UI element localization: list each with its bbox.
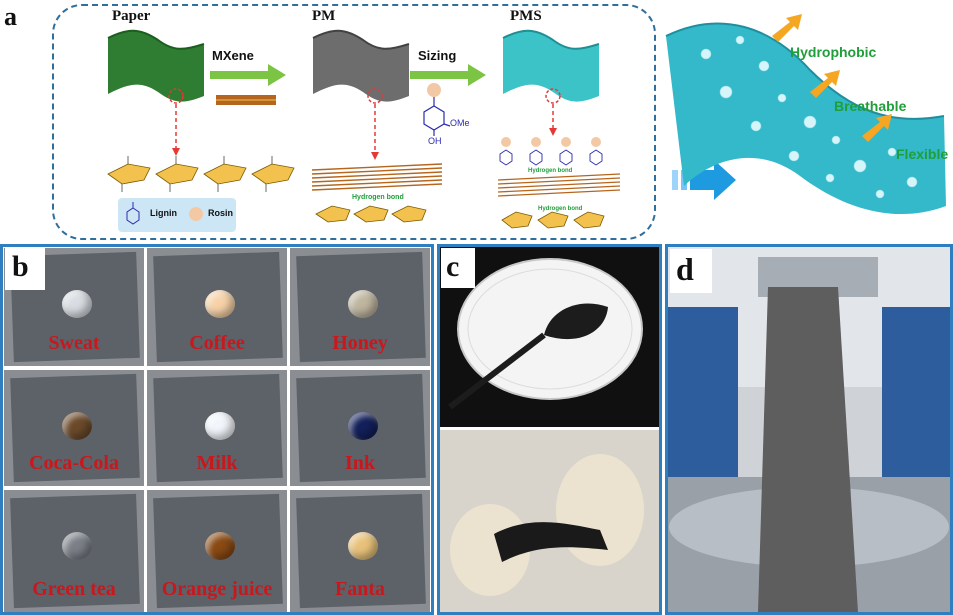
hydrophobic-arrow-icon — [772, 14, 802, 42]
sizing-arrow-icon — [410, 64, 486, 86]
legend-lignin-label: Lignin — [150, 208, 177, 218]
pms-layer-illustration — [497, 137, 621, 229]
stage-label-paper: Paper — [112, 8, 151, 24]
property-hydrophobic: Hydrophobic — [790, 44, 877, 60]
liquid-label: Green tea — [32, 578, 116, 600]
property-flexible: Flexible — [896, 146, 949, 162]
rosin-legend-icon — [189, 207, 203, 221]
panel-b-letter-box — [5, 248, 45, 290]
liquid-droplet — [62, 290, 92, 318]
panel-d-letter: d — [676, 251, 694, 287]
liquid-droplet-photo: Green tea — [4, 490, 144, 612]
liquid-droplet-photo: Honey — [290, 248, 430, 366]
liquid-label: Fanta — [335, 578, 385, 600]
hydrogen-bond-label-pm: Hydrogen bond — [352, 194, 404, 201]
liquid-label: Ink — [344, 452, 376, 474]
hydrogen-bond-label-pms-bottom: Hydrogen bond — [538, 206, 583, 212]
liquid-droplet — [62, 412, 92, 440]
stage-label-pms: PMS — [510, 8, 542, 24]
panel-c-letter: c — [446, 250, 460, 283]
flexible-arrow-icon — [862, 114, 892, 142]
stage-label-pm: PM — [312, 8, 336, 24]
lignin-rosin-legend — [118, 198, 236, 232]
liquid-label: Coca-Cola — [29, 452, 119, 474]
cellulose-chain-illustration — [107, 156, 295, 192]
liquid-droplet-photo: Coca-Cola — [4, 370, 144, 486]
oh-label: OH — [428, 136, 442, 146]
lignin-legend-icon — [126, 202, 140, 225]
liquid-droplet-photo: Orange juice — [147, 490, 287, 612]
panel-d-letter-box — [670, 249, 712, 293]
panel-c-letter-box — [441, 248, 475, 288]
roll-to-roll-production-photo — [668, 247, 950, 612]
panel-b-frame — [0, 244, 434, 615]
petri-dish-photo — [440, 247, 659, 427]
liquid-label: Sweat — [48, 332, 100, 354]
pms-film-water-droplets-illustration — [665, 22, 946, 215]
pms-sheet-illustration — [502, 29, 600, 104]
liquid-label: Milk — [196, 452, 238, 474]
arrow-label-mxene: MXene — [212, 48, 254, 63]
hydrogen-bond-label-pms-top: Hydrogen bond — [528, 168, 573, 174]
panel-a-dashed-frame — [52, 4, 656, 240]
liquid-label: Honey — [332, 332, 388, 354]
liquid-droplet-photo: Coffee — [147, 248, 287, 366]
paper-sheet-illustration — [107, 29, 205, 104]
legend-rosin-label: Rosin — [208, 208, 234, 218]
liquid-droplet — [205, 290, 235, 318]
breathable-arrow-icon — [810, 70, 840, 98]
panel-a-letter: a — [4, 2, 17, 31]
mxene-arrow-icon — [210, 64, 286, 86]
panel-d-frame — [665, 244, 953, 615]
liquid-droplet — [348, 290, 378, 318]
liquid-label: Coffee — [189, 332, 245, 354]
liquid-droplet-photo: Milk — [147, 370, 287, 486]
liquid-droplet — [348, 532, 378, 560]
pm-mxene-layer-illustration — [311, 163, 443, 223]
liquid-droplet — [205, 532, 235, 560]
liquid-droplet — [348, 412, 378, 440]
liquid-droplet-photo: Fanta — [290, 490, 430, 612]
liquid-droplet-photo: Ink — [290, 370, 430, 486]
bending-film-photo — [440, 430, 659, 612]
liquid-droplet — [62, 532, 92, 560]
panel-b-letter: b — [12, 250, 29, 283]
lignin-rosin-molecule-icon — [423, 83, 451, 136]
mxene-flake-icon — [216, 95, 276, 105]
arrow-label-sizing: Sizing — [418, 48, 457, 63]
liquid-label: Orange juice — [161, 578, 273, 600]
property-breathable: Breathable — [834, 98, 907, 114]
pm-sheet-illustration — [312, 29, 410, 104]
panel-c-frame — [437, 244, 662, 615]
ome-label: OMe — [450, 118, 470, 128]
liquid-droplet — [205, 412, 235, 440]
